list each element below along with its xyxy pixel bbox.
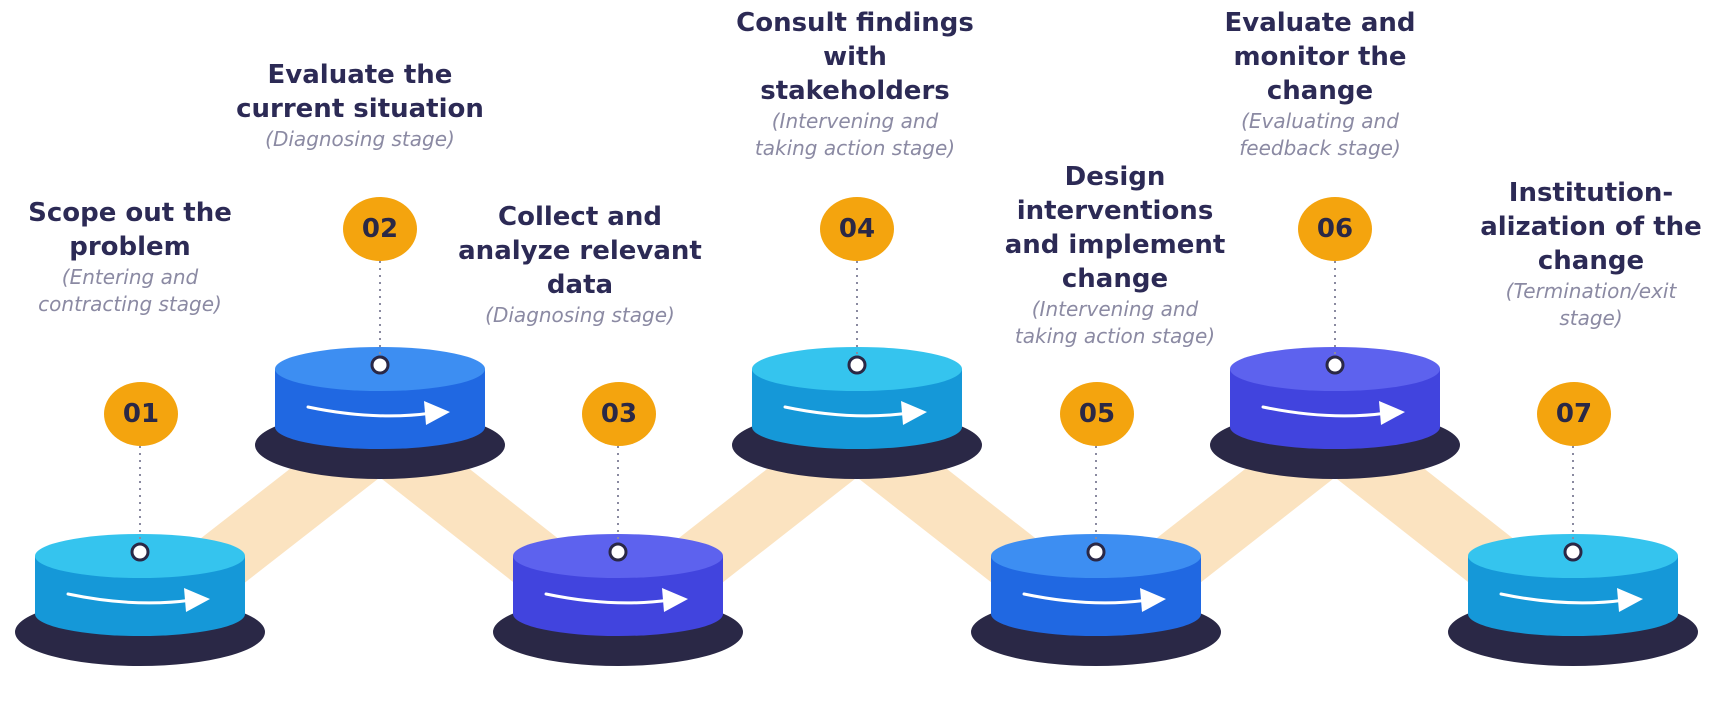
stage-3-dot [608, 542, 628, 562]
stage-6-number-badge: 06 [1298, 197, 1372, 261]
stage-4-dot [847, 355, 867, 375]
stage-3-arrow-line [544, 592, 672, 605]
stage-5-arrow-line [1022, 592, 1150, 605]
stage-1-dot [130, 542, 150, 562]
stage-3-disc-side [513, 556, 723, 636]
stage-7-subtitle: (Termination/exit stage) [1505, 279, 1677, 330]
stage-2-subtitle: (Diagnosing stage) [265, 127, 455, 151]
stage-7-text: Institution- alization of the change (Te… [1455, 176, 1727, 332]
stage-2-number-badge: 02 [343, 197, 417, 261]
stage-6-subtitle: (Evaluating and feedback stage) [1239, 109, 1401, 160]
stage-3-subtitle: (Diagnosing stage) [485, 303, 675, 327]
stage-4-text: Consult findings with stakeholders (Inte… [705, 6, 1005, 162]
stage-2-disc-side [275, 369, 485, 449]
stage-6-arrow-line [1261, 405, 1389, 418]
stage-1-number-badge: 01 [104, 382, 178, 446]
stage-4-arrow-icon [901, 401, 927, 425]
stage-5-dot [1086, 542, 1106, 562]
stage-5-disc-side [991, 556, 1201, 636]
stage-7-title: Institution- alization of the change [1480, 178, 1702, 276]
stage-1-disc-side [35, 556, 245, 636]
stage-3-title: Collect and analyze relevant data [458, 202, 702, 300]
stage-6-disc-side [1230, 369, 1440, 449]
stage-1-text: Scope out the problem (Entering and cont… [0, 196, 260, 318]
stage-4-disc-side [752, 369, 962, 449]
stage-1-arrow-line [66, 592, 194, 605]
stage-5-text: Design interventions and implement chang… [975, 160, 1255, 350]
stage-3-number-badge: 03 [582, 382, 656, 446]
stage-4-title: Consult findings with stakeholders [736, 8, 974, 106]
stage-7-arrow-icon [1617, 588, 1643, 612]
stage-2-title: Evaluate the current situation [236, 60, 484, 124]
stage-2-text: Evaluate the current situation (Diagnosi… [215, 58, 505, 153]
stage-7-disc-side [1468, 556, 1678, 636]
stage-6-dot [1325, 355, 1345, 375]
stage-2-dot [370, 355, 390, 375]
stage-6-title: Evaluate and monitor the change [1224, 8, 1416, 106]
stage-5-subtitle: (Intervening and taking action stage) [1014, 297, 1216, 348]
stage-4-subtitle: (Intervening and taking action stage) [754, 109, 956, 160]
stage-3-arrow-icon [662, 588, 688, 612]
stage-5-title: Design interventions and implement chang… [1004, 162, 1226, 294]
stage-7-arrow-line [1499, 592, 1627, 605]
stage-4-arrow-line [783, 405, 911, 418]
stage-3-text: Collect and analyze relevant data (Diagn… [430, 200, 730, 329]
stage-6-text: Evaluate and monitor the change (Evaluat… [1190, 6, 1450, 162]
stage-5-arrow-icon [1140, 588, 1166, 612]
stage-6-arrow-icon [1379, 401, 1405, 425]
stage-7-number-badge: 07 [1537, 382, 1611, 446]
stage-2-arrow-line [306, 405, 434, 418]
stage-1-title: Scope out the problem [28, 198, 232, 262]
stage-5-number-badge: 05 [1060, 382, 1134, 446]
stage-7-dot [1563, 542, 1583, 562]
stage-2-arrow-icon [424, 401, 450, 425]
stage-1-arrow-icon [184, 588, 210, 612]
stage-4-number-badge: 04 [820, 197, 894, 261]
stage-1-subtitle: (Entering and contracting stage) [38, 265, 222, 316]
